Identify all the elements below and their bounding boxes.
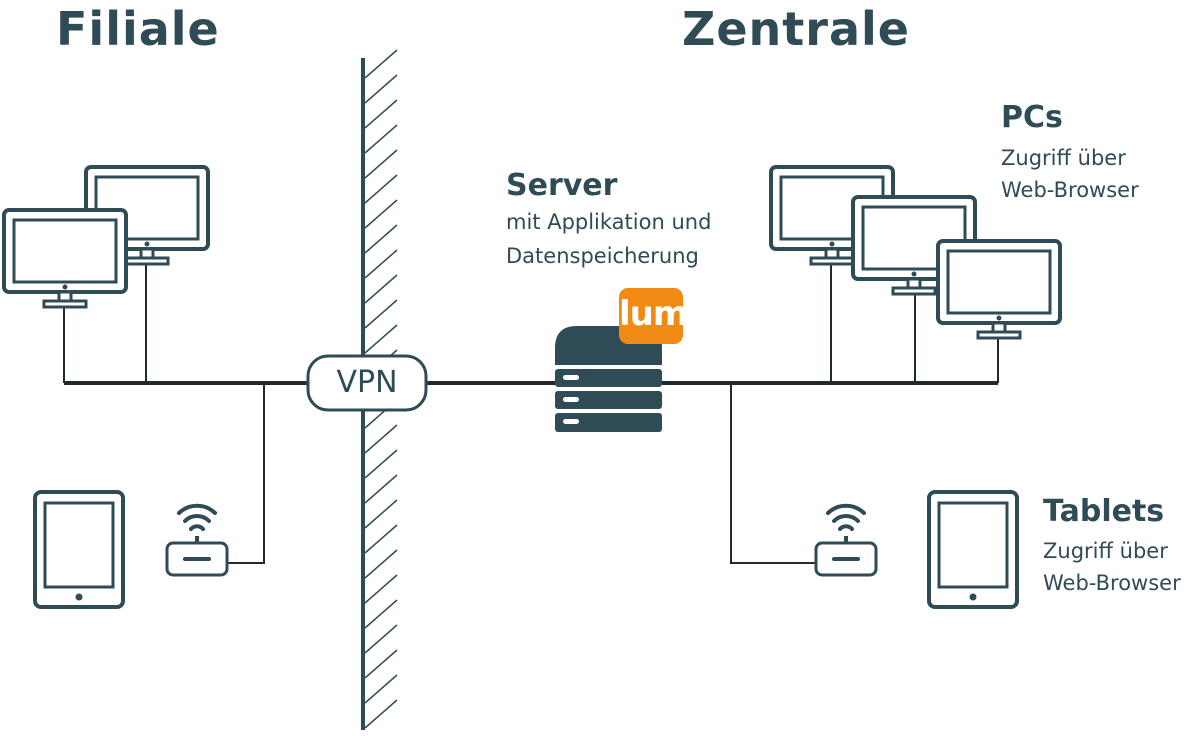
- hatch-line: [364, 324, 398, 354]
- monitor-icon: [2, 208, 128, 309]
- hatch-line: [364, 224, 398, 254]
- hatch-line: [364, 124, 398, 154]
- monitor-icon: [936, 239, 1062, 340]
- hatch-line: [364, 199, 398, 229]
- hatch-line: [364, 499, 398, 529]
- wifi-router-icon: [814, 503, 878, 577]
- hatch-line: [364, 599, 398, 629]
- vpn-badge: [306, 354, 428, 412]
- hatch-line: [364, 474, 398, 504]
- hatch-line: [364, 699, 398, 729]
- server-icon: [555, 326, 662, 432]
- hatch-line: [364, 624, 398, 654]
- lum-logo-text: lum: [619, 294, 688, 334]
- hatch-line: [364, 49, 398, 79]
- hatch-line: [364, 649, 398, 679]
- server-description-line1: mit Applikation und: [506, 210, 712, 234]
- lum-logo: [619, 288, 683, 344]
- tablet-icon: [33, 490, 125, 609]
- hatch-line: [364, 249, 398, 279]
- hatch-line: [364, 424, 398, 454]
- network-lines: [63, 259, 999, 564]
- hatch-line: [364, 99, 398, 129]
- hatch-line: [364, 449, 398, 479]
- hatch-line: [364, 149, 398, 179]
- pcs-title: PCs: [1001, 100, 1063, 135]
- vpn-label: VPN: [336, 365, 398, 400]
- tablet-icon: [927, 490, 1019, 609]
- hatch-line: [364, 524, 398, 554]
- pcs-description-line1: Zugriff über: [1001, 146, 1126, 170]
- hatch-line: [364, 574, 398, 604]
- wifi-router-icon: [165, 503, 229, 577]
- zentrale-title: Zentrale: [682, 2, 910, 56]
- filiale-title: Filiale: [56, 2, 220, 56]
- server-description-line2: Datenspeicherung: [506, 244, 699, 268]
- hatch-line: [364, 274, 398, 304]
- pcs-description-line2: Web-Browser: [1001, 178, 1139, 202]
- hatch-line: [364, 549, 398, 579]
- server-title: Server: [506, 168, 618, 203]
- hatch-line: [364, 74, 398, 104]
- tablets-description-line2: Web-Browser: [1043, 571, 1181, 595]
- hatch-line: [364, 299, 398, 329]
- tablets-title: Tablets: [1043, 494, 1165, 529]
- hatch-line: [364, 174, 398, 204]
- tablets-description-line1: Zugriff über: [1043, 539, 1168, 563]
- hatch-line: [364, 674, 398, 704]
